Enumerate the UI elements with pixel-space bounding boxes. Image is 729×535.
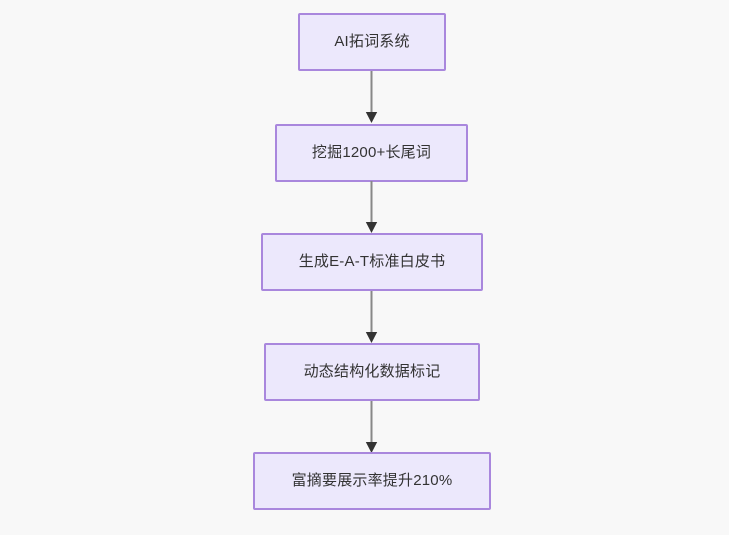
flow-connector-3-4 [365, 291, 378, 344]
flow-node-2[interactable]: 挖掘1200+长尾词 [275, 124, 468, 182]
flow-node-5[interactable]: 富摘要展示率提升210% [253, 452, 491, 510]
flow-node-4[interactable]: 动态结构化数据标记 [264, 343, 480, 401]
flow-node-2-label: 挖掘1200+长尾词 [311, 144, 432, 161]
arrow-down-icon [365, 181, 378, 233]
arrow-down-icon [365, 291, 378, 343]
flow-node-1[interactable]: AI拓词系统 [298, 13, 446, 71]
flow-connector-4-5 [365, 401, 378, 454]
flow-node-4-label: 动态结构化数据标记 [303, 363, 441, 380]
flow-node-5-label: 富摘要展示率提升210% [291, 472, 453, 489]
arrow-down-icon [365, 401, 378, 453]
arrow-down-icon [365, 71, 378, 123]
flow-node-3-label: 生成E-A-T标准白皮书 [298, 253, 446, 270]
flow-node-1-label: AI拓词系统 [334, 33, 410, 50]
flow-connector-1-2 [365, 71, 378, 124]
flow-connector-2-3 [365, 181, 378, 234]
flow-node-3[interactable]: 生成E-A-T标准白皮书 [261, 233, 483, 291]
